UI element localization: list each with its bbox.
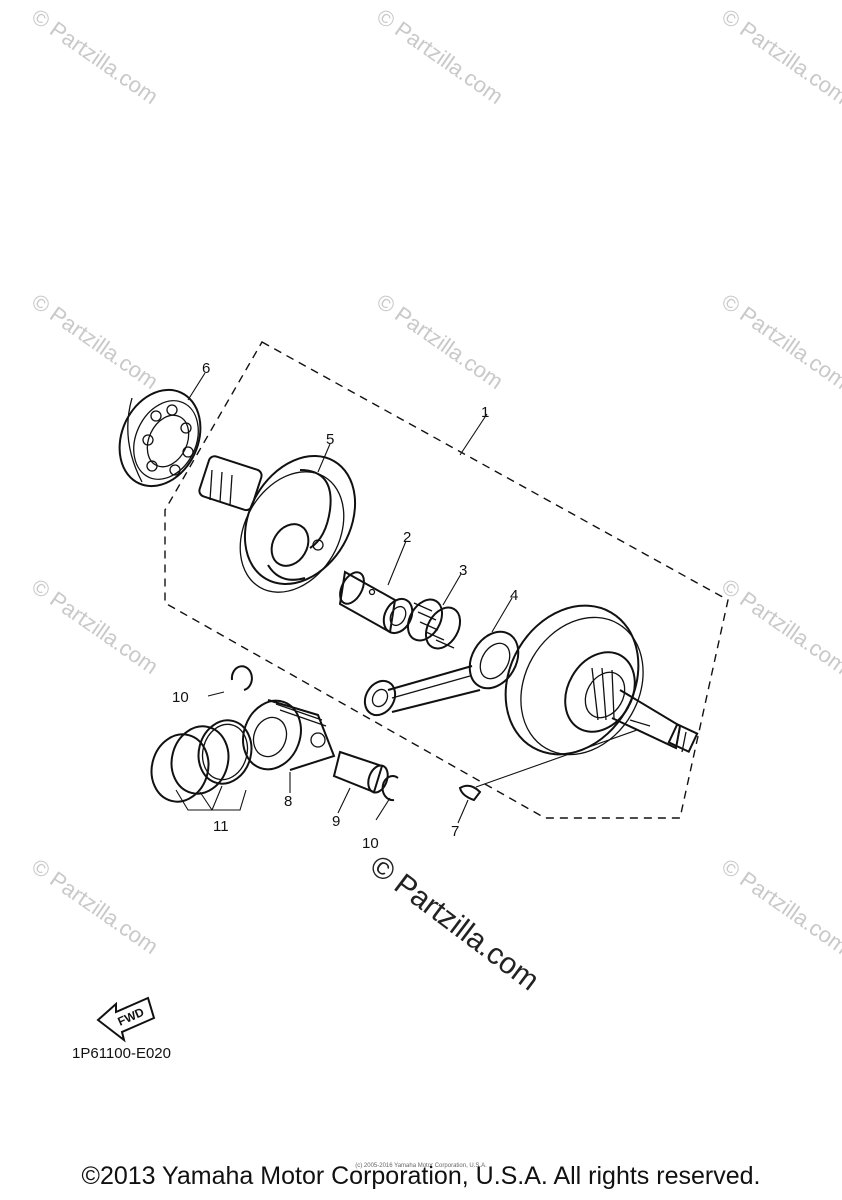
watermark: © Partzilla.com (27, 4, 163, 110)
leader-lines (175, 372, 638, 824)
watermark: © Partzilla.com (27, 574, 163, 680)
callout-3: 3 (459, 562, 467, 579)
watermark: © Partzilla.com (27, 854, 163, 960)
fwd-label: FWD (116, 1005, 147, 1029)
crankshaft-right-half (504, 604, 699, 756)
connecting-rod (363, 630, 520, 717)
callout-11: 11 (213, 818, 229, 835)
crank-pin (338, 570, 414, 635)
callout-5: 5 (326, 431, 334, 448)
watermark: © Partzilla.com (717, 4, 842, 110)
callout-10-right: 10 (362, 835, 379, 852)
callout-1: 1 (481, 404, 489, 421)
piston-ring-set (150, 719, 253, 803)
circlip-left (230, 665, 253, 691)
watermark-layer: © Partzilla.com © Partzilla.com © Partzi… (27, 4, 842, 960)
piston-pin (332, 750, 389, 794)
callout-6: 6 (202, 360, 210, 377)
footer-small-text: (c) 2005-2016 Yamaha Motor Corporation, … (355, 1163, 487, 1169)
watermark: © Partzilla.com (372, 289, 508, 395)
copyright-text: ©2013 Yamaha Motor Corporation, U.S.A. A… (81, 1162, 761, 1190)
callout-9: 9 (332, 813, 340, 830)
watermark: © Partzilla.com (717, 854, 842, 960)
watermark: © Partzilla.com (372, 4, 508, 110)
watermark: © Partzilla.com (717, 574, 842, 680)
bearing (118, 388, 202, 488)
callouts: 1 2 3 4 5 6 7 8 9 10 10 11 (172, 360, 518, 852)
woodruff-key (458, 784, 482, 802)
watermark: © Partzilla.com (717, 289, 842, 395)
needle-bearing (406, 598, 462, 650)
watermark: © Partzilla.com (27, 289, 163, 395)
callout-4: 4 (510, 587, 518, 604)
callout-10-left: 10 (172, 689, 189, 706)
callout-7: 7 (451, 823, 459, 840)
diagram-code: 1P61100-E020 (72, 1045, 171, 1062)
callout-8: 8 (284, 793, 292, 810)
crankshaft-left-half (198, 455, 357, 593)
forward-arrow-icon: FWD (96, 996, 156, 1043)
callout-2: 2 (403, 529, 411, 546)
crankshaft-assembly-outline (164, 341, 729, 819)
circlip-right (381, 775, 399, 802)
piston (242, 699, 336, 771)
watermark-center: © Partzilla.com (364, 849, 545, 997)
